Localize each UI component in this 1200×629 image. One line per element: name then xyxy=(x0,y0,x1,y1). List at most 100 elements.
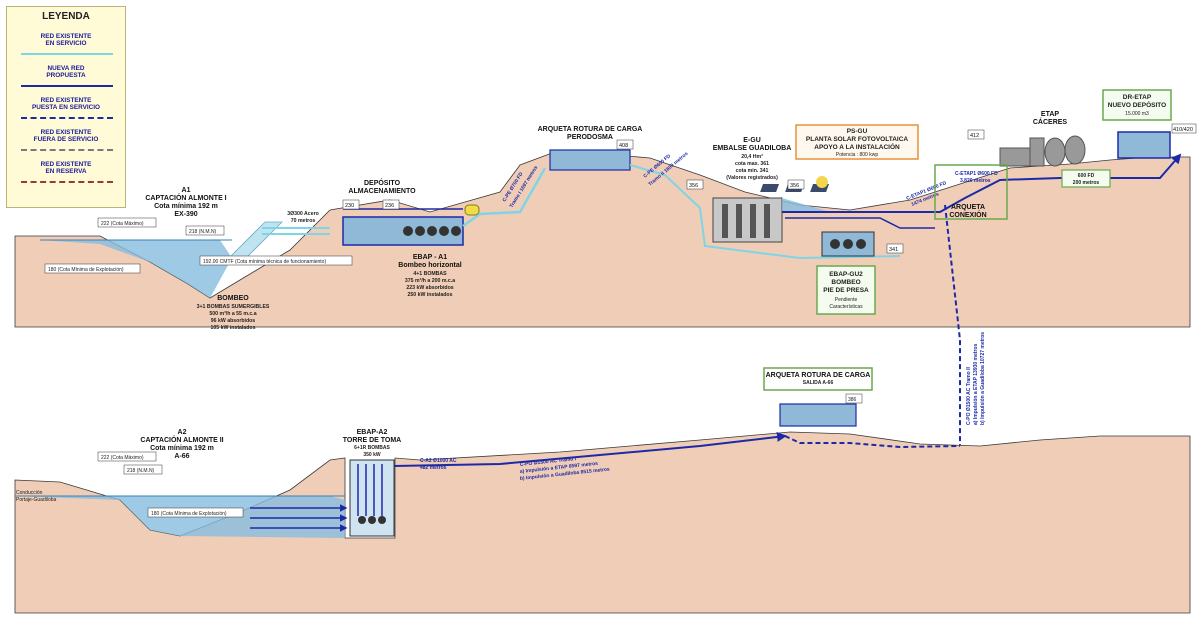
egu-l1: E-GU xyxy=(743,137,761,144)
a2-cota-min-box xyxy=(147,507,244,518)
egu-l3: 20,4 Hm³ xyxy=(741,154,763,160)
bombeo-l4: 105 kW instalados xyxy=(211,325,256,331)
dretap-l2: NUEVO DEPÓSITO xyxy=(1108,100,1166,109)
pipe-etap-proposed xyxy=(782,153,1182,213)
dretap-l1: DR-ETAP xyxy=(1123,94,1152,101)
a1-cota-min-box xyxy=(44,263,141,274)
tag-236: 236 xyxy=(385,203,394,209)
a2-nmn-box xyxy=(123,464,163,475)
ebap-gu2-pumps xyxy=(830,239,866,249)
etap2-l2: 3.820 metros xyxy=(960,178,991,184)
legend-line-proposed xyxy=(21,85,113,87)
pipe-gu2 xyxy=(785,217,935,229)
egu-l6: (Valores registrados) xyxy=(726,175,778,181)
dretap-l3: 15.000 m3 xyxy=(1125,111,1149,117)
arqueta-perodosma-l2: PERODOSMA xyxy=(567,134,613,141)
legend-line-in-service xyxy=(21,117,113,119)
legend-line-out-of-service xyxy=(21,149,113,151)
psgu-l1: PS-GU xyxy=(847,128,868,135)
fd600-box xyxy=(1061,169,1111,188)
etap-caceres-l2: CÁCERES xyxy=(1033,117,1068,126)
tag-230-box xyxy=(342,199,360,210)
tag-341-box xyxy=(886,243,904,254)
tag-412-box xyxy=(967,129,985,140)
ebap-a1-l1: Bombeo horizontal xyxy=(398,262,461,269)
arq-conexion-box xyxy=(934,164,1008,220)
a1-cota-min: 180 (Cota Mínima de Explotación) xyxy=(48,267,124,273)
a1-cmtf: 192.00 CMTF (Cota mínima técnica de func… xyxy=(203,259,326,265)
ebap-a2-tower xyxy=(349,459,395,537)
reservoir-a1-water xyxy=(40,240,232,298)
ebap-a1-title: EBAP - A1 xyxy=(413,254,447,261)
tag-230: 230 xyxy=(345,203,354,209)
ebap-a2-l4: 350 kW xyxy=(363,452,381,458)
bombeo-l2: 500 m³/h a 55 m.c.a xyxy=(209,311,256,317)
tag-341: 341 xyxy=(889,247,898,253)
etap-caceres-l1: ETAP xyxy=(1041,111,1059,118)
arqueta-salida-a66 xyxy=(779,403,857,427)
ebap-a1-l4: 223 kW absorbidos xyxy=(406,285,453,291)
vert-l3: b) Impulsión a Guadiloba 10727 metros xyxy=(980,332,986,425)
pipe-tramo-i xyxy=(462,167,547,228)
etap-caceres-plant xyxy=(999,135,1086,167)
bombeo-title: BOMBEO xyxy=(217,295,249,302)
tag-408-box xyxy=(616,139,634,150)
guadiloba-water xyxy=(782,198,830,212)
ebap-a1-pumps xyxy=(403,226,461,236)
egu-l2: EMBALSE GUADILOBA xyxy=(713,145,792,152)
etap2-l1: C-ETAP1 Ø600 FD xyxy=(955,171,998,177)
pipe-tramo-ii xyxy=(629,164,901,260)
ca2-l1: C-A2 Ø1000 AC xyxy=(420,458,457,464)
tag-356a: 356 xyxy=(689,183,698,189)
a2-cota-max-box xyxy=(97,451,157,462)
ebap-a2-l3: 6+1R BOMBAS xyxy=(354,445,390,451)
tag-410: 410/420 xyxy=(1173,127,1193,133)
arqueta-a66-box xyxy=(763,367,873,391)
ebap-a1-l5: 250 kW instalados xyxy=(408,292,453,298)
ebap-gu2-box xyxy=(816,265,876,315)
a2-l4: A-66 xyxy=(174,453,189,460)
a2-cota-max: 222 (Cota Máximo) xyxy=(101,455,144,461)
ebap-gu2-l2: BOMBEO xyxy=(831,279,860,286)
psgu-l4: Potencia : 800 kwp xyxy=(836,152,878,158)
pipe-to-vertical xyxy=(784,435,961,449)
a1-label-4: EX-390 xyxy=(174,211,197,218)
ebap-gu2-l3: PIE DE PRESA xyxy=(823,287,869,294)
tag-356b: 356 xyxy=(790,183,799,189)
legend-line-existing xyxy=(21,53,113,55)
cpo-l1: C-PO Ø1500 AC Tramo I xyxy=(520,456,577,468)
arqueta-perodosma-l1: ARQUETA ROTURA DE CARGA xyxy=(538,126,643,133)
a2-intake-arrows xyxy=(250,504,348,532)
legend-line-reserve xyxy=(21,181,113,183)
vert-l2: a) Impulsión a ETAP 13930 metros xyxy=(973,344,979,425)
fd600-l1: 600 FD xyxy=(1078,173,1095,179)
dr-etap-box xyxy=(1102,89,1172,121)
conduccion-l1: Conducción xyxy=(16,490,43,496)
a2-nmn: 218 (N.M.N) xyxy=(127,468,155,474)
ebap-a2-pumps xyxy=(358,516,386,524)
ebap-a1-l2: 4+1 BOMBAS xyxy=(413,271,447,277)
a1-label-3: Cota mínima 192 m xyxy=(154,203,218,210)
arqueta-perodosma xyxy=(549,149,631,171)
vert-l1: C-PO Ø1500 AC Tramo II xyxy=(966,367,972,425)
ebap-gu2-l4: Pendiente xyxy=(835,297,858,303)
deposito-label-2: ALMACENAMIENTO xyxy=(348,188,416,195)
psgu-l3: APOYO A LA INSTALACIÓN xyxy=(814,142,900,151)
arqueta-a66-l1: ARQUETA ROTURA DE CARGA xyxy=(766,372,871,379)
a1-label-2: CAPTACIÓN ALMONTE I xyxy=(145,193,226,202)
tag-408: 408 xyxy=(619,143,628,149)
a1-nmn: 218 (N.M.N) xyxy=(189,229,217,235)
a1-nmn-box xyxy=(185,225,225,236)
top-terrain xyxy=(14,149,1191,328)
pipe-c-po-tramo-i xyxy=(393,431,787,467)
a2-cota-min: 180 (Cota Mínima de Explotación) xyxy=(151,511,227,517)
arq-conexion-l1: ARQUETA xyxy=(951,204,985,211)
dam-spillways xyxy=(722,204,770,238)
